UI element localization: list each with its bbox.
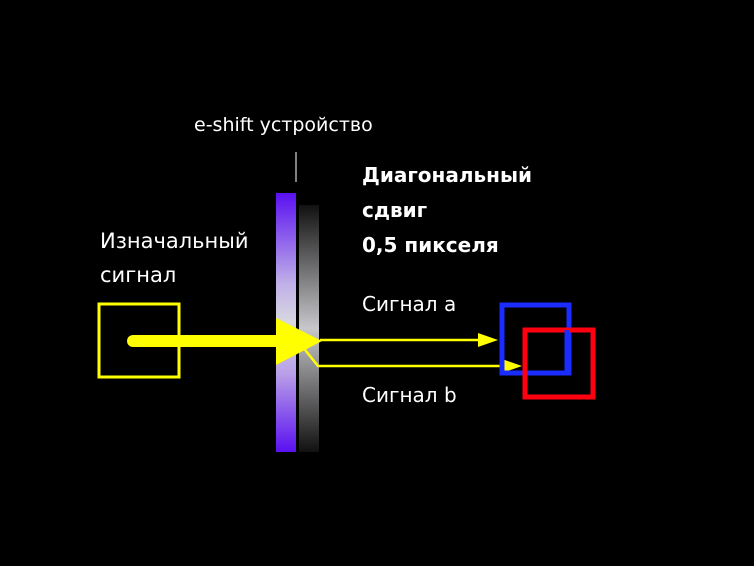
- shift-heading: Диагональный сдвиг 0,5 пикселя: [362, 158, 532, 263]
- device-label: e-shift устройство: [194, 114, 373, 136]
- heading-line-2: сдвиг: [362, 198, 428, 222]
- eshift-device-gray: [299, 205, 319, 452]
- eshift-device-purple: [276, 193, 296, 452]
- beam-arrowhead: [276, 318, 322, 365]
- signal-b-arrow: [301, 345, 510, 368]
- signal-b-label: Сигнал b: [362, 383, 457, 407]
- signal-b-arrowhead-icon: [502, 359, 522, 373]
- heading-line-1: Диагональный: [362, 163, 533, 187]
- original-signal-label: Изначальный сигнал: [100, 224, 249, 292]
- signal-b-box: [522, 327, 596, 400]
- heading-line-3: 0,5 пикселя: [362, 233, 499, 257]
- original-signal-line-1: Изначальный: [100, 229, 249, 253]
- signal-a-arrowhead-icon: [478, 333, 498, 347]
- original-signal-line-2: сигнал: [100, 263, 177, 287]
- signal-a-label: Сигнал a: [362, 292, 457, 316]
